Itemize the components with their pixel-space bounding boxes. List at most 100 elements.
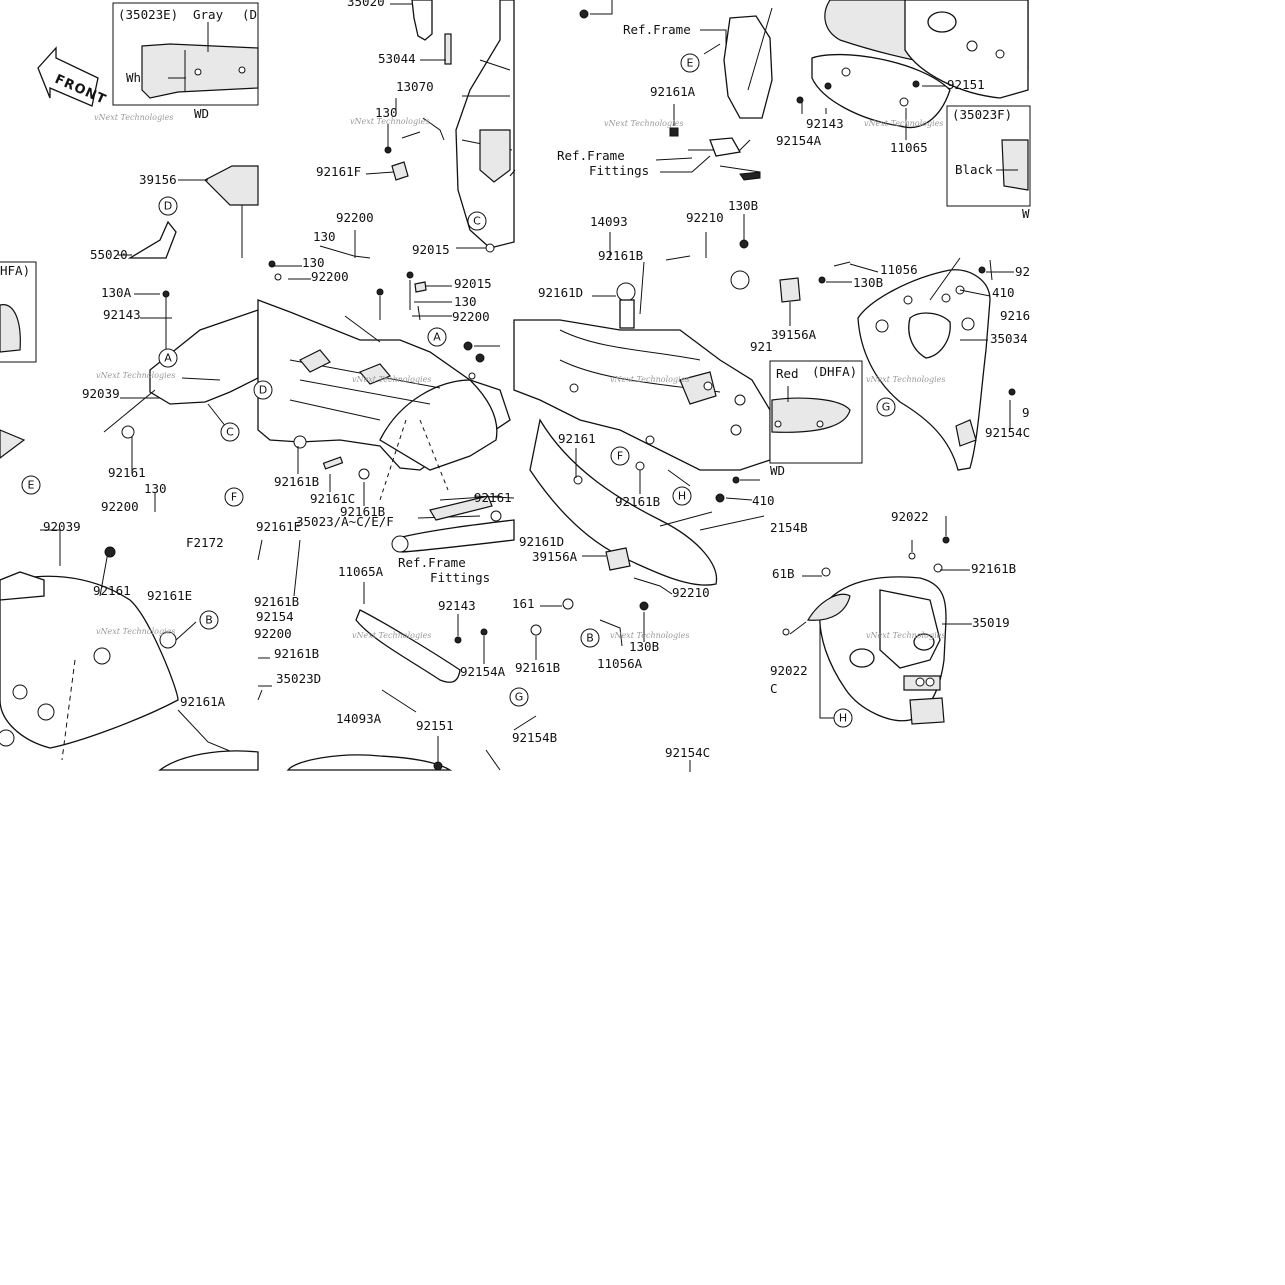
watermark-10: vNext Technologies xyxy=(352,631,431,640)
callout-b-1: B xyxy=(199,610,219,630)
part-label-39156: 39156 xyxy=(139,172,177,187)
part-label-92143-c: 92143 xyxy=(806,116,844,131)
front-arrow: FRONT xyxy=(37,46,108,108)
part-label-92200-c: 92200 xyxy=(452,309,490,324)
callout-d-1: D xyxy=(158,196,178,216)
part-label-11056: 11056 xyxy=(880,262,918,277)
part-label-92161b-g: 92161B xyxy=(515,660,560,675)
callout-circle xyxy=(158,196,178,216)
callout-letter: A xyxy=(433,331,441,344)
callout-letter: E xyxy=(28,479,35,492)
box-35023e-code: (35023E) xyxy=(118,7,178,22)
part-label-92161a-b: 92161A xyxy=(650,84,696,99)
callout-circle xyxy=(220,422,240,442)
part-label-92151-a: 92151 xyxy=(416,718,454,733)
tile-top-center-left xyxy=(319,0,516,259)
tile-top-left: FRONT (35023E) Gray (D White WD HFA) xyxy=(0,2,259,771)
part-label-13070: 13070 xyxy=(396,79,434,94)
part-label-9216: 9216 xyxy=(1000,308,1030,323)
callout-circle xyxy=(580,628,600,648)
watermark-5: vNext Technologies xyxy=(96,371,175,380)
callout-letter: E xyxy=(687,57,694,70)
callout-f-1: F xyxy=(224,487,244,507)
part-label-55020: 55020 xyxy=(90,247,128,262)
watermark-9: vNext Technologies xyxy=(96,627,175,636)
part-label-92161c: 92161C xyxy=(310,491,355,506)
tile-middle-left-center xyxy=(257,260,511,771)
part-label-410-a: 410 xyxy=(992,285,1015,300)
callout-d-2: D xyxy=(253,380,273,400)
part-label-92161-d: 92161 xyxy=(474,490,512,505)
part-label-92161b-h: 92161B xyxy=(971,561,1016,576)
part-label-ref-frame-c: Ref.Frame xyxy=(398,555,466,570)
part-label-92161b-c: 92161B xyxy=(254,594,299,609)
box-dhfa-mid-color: Red xyxy=(776,366,799,381)
callout-h-2: H xyxy=(833,708,853,728)
part-label-92161-b: 92161 xyxy=(93,583,131,598)
box-35023e-suffix: (D xyxy=(242,7,257,22)
part-label-92154a-a: 92154A xyxy=(460,664,506,679)
part-number-labels: 35020530441307013092161F3915692200130920… xyxy=(43,0,1030,760)
part-label-35020-top: 35020 xyxy=(347,0,385,9)
part-label-92143-b: 92143 xyxy=(438,598,476,613)
box-dhfa-mid-code: (DHFA) xyxy=(812,364,857,379)
part-label-92154c-b: 92154C xyxy=(985,425,1030,440)
part-label-92210-a: 92210 xyxy=(686,210,724,225)
watermarks: vNext Technologies vNext Technologies vN… xyxy=(94,113,945,640)
part-label-61b: 61B xyxy=(772,566,795,581)
callout-letter: C xyxy=(226,426,234,439)
watermark-2: vNext Technologies xyxy=(350,117,429,126)
callout-h-1: H xyxy=(672,486,692,506)
part-label-92022-b: 92022 xyxy=(770,663,808,678)
part-label-92161b-d: 92161B xyxy=(274,646,319,661)
part-label-92161e-b: 92161E xyxy=(147,588,192,603)
part-label-92143-a: 92143 xyxy=(103,307,141,322)
part-label-fittings-a: Fittings xyxy=(589,163,649,178)
part-label-ref-frame-a: Ref.Frame xyxy=(623,22,691,37)
part-label-92015-a: 92015 xyxy=(412,242,450,257)
callout-letter: A xyxy=(164,352,172,365)
part-label-14093a: 14093A xyxy=(336,711,382,726)
part-label-92161d-a: 92161D xyxy=(538,285,583,300)
callout-circle xyxy=(467,211,487,231)
part-label-130b-c: 130B xyxy=(629,639,659,654)
part-label-2154b: 2154B xyxy=(770,520,808,535)
tile-top-right: (35023F) Black W xyxy=(796,0,1031,221)
callout-a-1: A xyxy=(158,348,178,368)
part-label-14093: 14093 xyxy=(590,214,628,229)
part-label-92161-c: 92161 xyxy=(558,431,596,446)
part-label-130-d: 130 xyxy=(454,294,477,309)
part-label-92151-b: 92151 xyxy=(947,77,985,92)
callout-letter: D xyxy=(164,200,172,213)
callout-letter: H xyxy=(678,490,686,503)
callout-circle xyxy=(610,446,630,466)
callout-b-2: B xyxy=(580,628,600,648)
tile-middle-right-center: Red (DHFA) WD xyxy=(391,261,879,772)
part-label-92161b-f: 92161B xyxy=(615,494,660,509)
watermark-6: vNext Technologies xyxy=(352,375,431,384)
part-label-92161e-a: 92161E xyxy=(256,519,301,534)
callout-circle xyxy=(509,687,529,707)
callout-letter: F xyxy=(231,491,237,504)
callout-circle xyxy=(680,53,700,73)
callout-letter: G xyxy=(515,691,524,704)
part-label-92200-d: 92200 xyxy=(101,499,139,514)
part-label-921-a: 921 xyxy=(750,339,773,354)
callout-letter: F xyxy=(617,450,623,463)
part-label-92-a: 92 xyxy=(1015,264,1030,279)
callout-letter: H xyxy=(839,712,847,725)
callout-g-1: G xyxy=(876,397,896,417)
part-label-92161-a: 92161 xyxy=(108,465,146,480)
callout-circle xyxy=(427,327,447,347)
callout-circle xyxy=(876,397,896,417)
callout-circle xyxy=(199,610,219,630)
part-label-92039-a: 92039 xyxy=(82,386,120,401)
callout-letter: D xyxy=(259,384,267,397)
part-label-35023: 35023/A~C/E/F xyxy=(296,514,394,529)
watermark-8: vNext Technologies xyxy=(866,375,945,384)
tile-top-center-right xyxy=(579,0,773,261)
box-35023f-foot: W xyxy=(1022,206,1030,221)
part-label-92022-a: 92022 xyxy=(891,509,929,524)
